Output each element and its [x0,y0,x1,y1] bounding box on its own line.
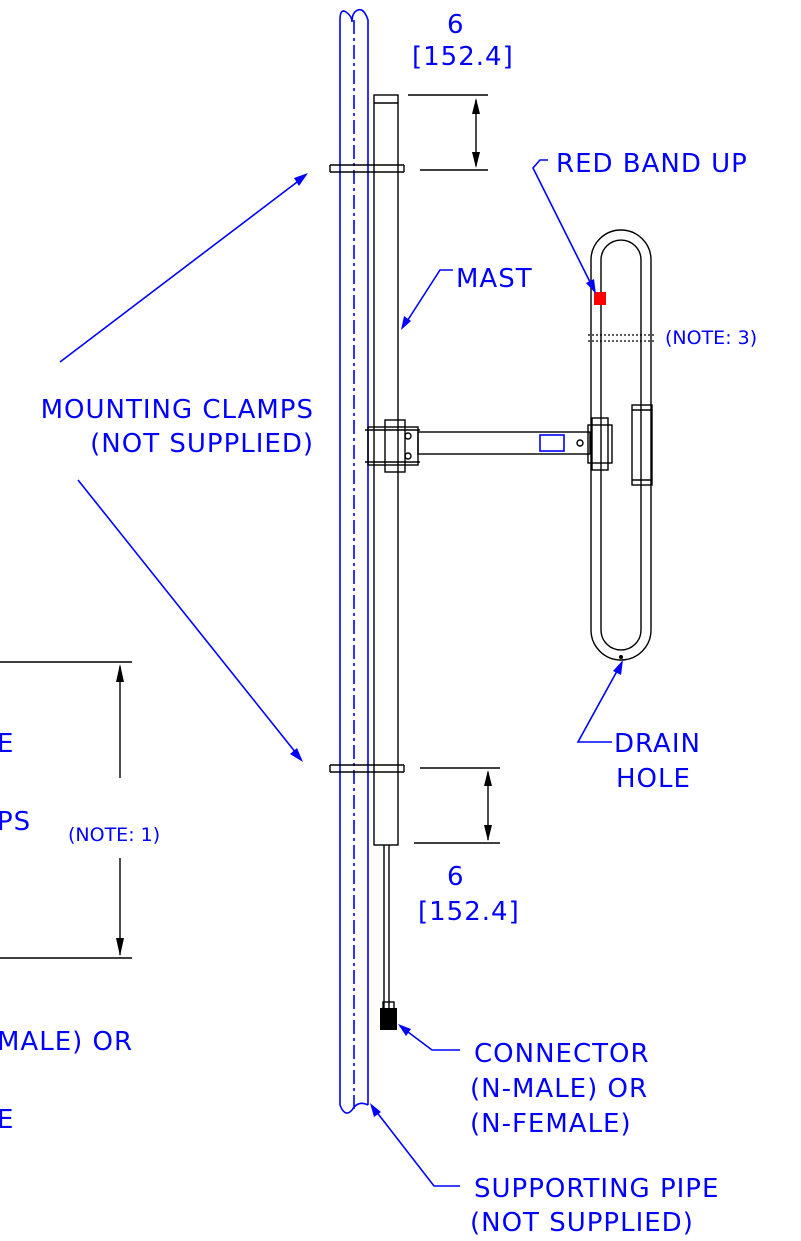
connector-label-3: (N-FEMALE) [470,1109,632,1139]
note3-label: (NOTE: 3) [665,327,757,349]
left-fragment-e: E [0,729,14,759]
top-dim-metric: [152.4] [412,42,514,72]
mast [373,94,399,1023]
red-band-label: RED BAND UP [556,149,748,179]
dimension-top [408,94,488,171]
connector-label-1: CONNECTOR [474,1039,650,1069]
mounting-clamp-top [329,164,405,173]
top-dim-value: 6 [447,10,465,40]
drain-label-1: DRAIN [614,729,701,759]
left-fragment-e2: E [0,1105,14,1135]
bottom-dim-value: 6 [447,862,465,892]
mounting-clamps-label-1: MOUNTING CLAMPS [41,395,314,425]
left-fragment-male: MALE) OR [0,1027,133,1057]
supporting-pipe-label-2: (NOT SUPPLIED) [470,1208,694,1238]
connector-icon [380,1001,397,1030]
left-fragment-ps: PS [0,807,31,837]
mounting-clamps-label-2: (NOT SUPPLIED) [90,429,314,459]
supporting-pipe [339,8,369,1114]
dimension-clamp-spacing [0,661,132,959]
note1-label: (NOTE: 1) [68,824,160,846]
mounting-clamp-bottom [329,764,405,773]
supporting-pipe-label-1: SUPPORTING PIPE [474,1174,719,1204]
bottom-dim-metric: [152.4] [418,897,520,927]
leader-lines [59,159,623,1187]
dimension-bottom [414,767,500,844]
drain-label-2: HOLE [616,764,691,794]
connector-label-2: (N-MALE) OR [470,1074,648,1104]
red-band [594,292,606,305]
drain-hole [619,655,623,659]
mast-label: MAST [456,264,533,294]
boom-arm [365,417,613,473]
boom-label-plate [539,434,565,452]
folded-dipole [588,229,656,661]
